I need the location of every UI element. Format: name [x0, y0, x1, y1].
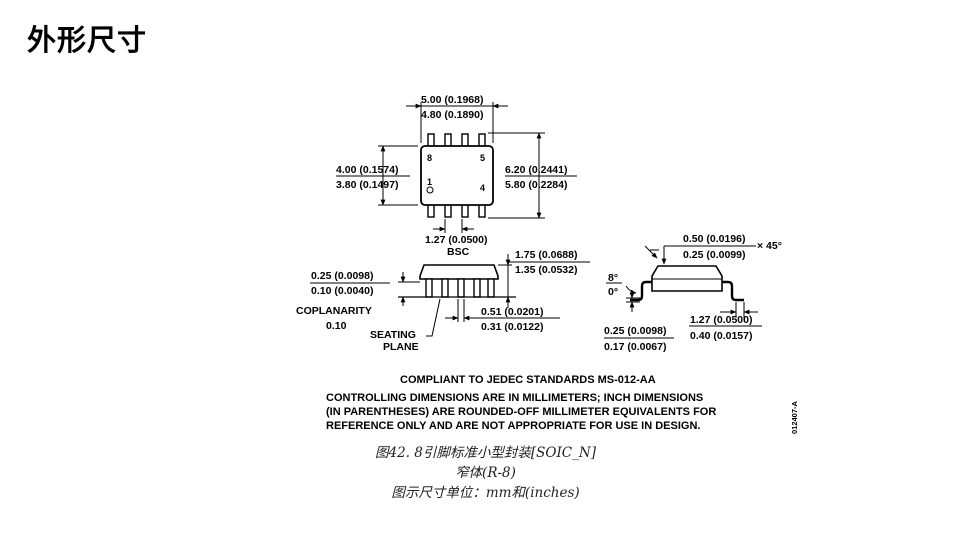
- controlling-dimensions-note-1: CONTROLLING DIMENSIONS ARE IN MILLIMETER…: [326, 392, 704, 404]
- side-view: [310, 254, 590, 337]
- chamfer-angle-label: × 45°: [757, 240, 782, 252]
- controlling-dimensions-note-2: (IN PARENTHESES) ARE ROUNDED-OFF MILLIME…: [326, 406, 717, 418]
- lead-width-min-label: 0.31 (0.0122): [481, 321, 543, 333]
- figure-caption-line-1: 图42. 8引脚标准小型封装[SOIC_N]: [375, 445, 596, 461]
- span-max-label: 6.20 (0.2441): [505, 164, 567, 176]
- angle-min-label: 0°: [608, 286, 618, 298]
- lead-width-max-label: 0.51 (0.0201): [481, 306, 543, 318]
- pin-4-label: 4: [480, 183, 485, 193]
- standoff-min-label: 0.10 (0.0040): [311, 285, 373, 297]
- pin-5-label: 5: [480, 153, 485, 163]
- foot-min-label: 0.40 (0.0157): [690, 330, 752, 342]
- angle-max-label: 8°: [608, 272, 618, 284]
- top-view: [336, 102, 577, 233]
- chamfer-min-label: 0.25 (0.0099): [683, 249, 745, 261]
- seating-plane-label-1: SEATING: [370, 329, 416, 341]
- page-title: 外形尺寸: [27, 23, 148, 57]
- foot-max-label: 1.27 (0.0500): [690, 314, 752, 326]
- seating-plane-label-2: PLANE: [383, 341, 419, 353]
- standoff-max-label: 0.25 (0.0098): [311, 270, 373, 282]
- coplanarity-value: 0.10: [326, 320, 347, 332]
- pitch-note-label: BSC: [447, 246, 470, 258]
- height-max-label: 1.75 (0.0688): [515, 249, 577, 261]
- drawing-code-text: 012407-A: [790, 401, 799, 434]
- drawing-code: 012407-A: [790, 394, 802, 434]
- width-min-label: 4.80 (0.1890): [421, 109, 483, 121]
- height-min-label: 1.35 (0.0532): [515, 264, 577, 276]
- pin-8-label: 8: [427, 153, 432, 163]
- end-view: [604, 245, 762, 339]
- figure-caption-line-2: 窄体(R-8): [455, 465, 516, 481]
- width-max-label: 5.00 (0.1968): [421, 94, 483, 106]
- body-max-label: 4.00 (0.1574): [336, 164, 398, 176]
- controlling-dimensions-note-3: REFERENCE ONLY AND ARE NOT APPROPRIATE F…: [326, 420, 701, 432]
- jedec-note: COMPLIANT TO JEDEC STANDARDS MS-012-AA: [400, 374, 656, 386]
- body-min-label: 3.80 (0.1497): [336, 179, 398, 191]
- pin-1-label: 1: [427, 177, 432, 187]
- lead-thickness-min-label: 0.17 (0.0067): [604, 341, 666, 353]
- span-min-label: 5.80 (0.2284): [505, 179, 567, 191]
- figure-caption-line-3: 图示尺寸单位：mm和(inches): [391, 485, 580, 501]
- lead-thickness-max-label: 0.25 (0.0098): [604, 325, 666, 337]
- chamfer-max-label: 0.50 (0.0196): [683, 233, 745, 245]
- coplanarity-label: COPLANARITY: [296, 305, 372, 317]
- pitch-label: 1.27 (0.0500): [425, 234, 487, 246]
